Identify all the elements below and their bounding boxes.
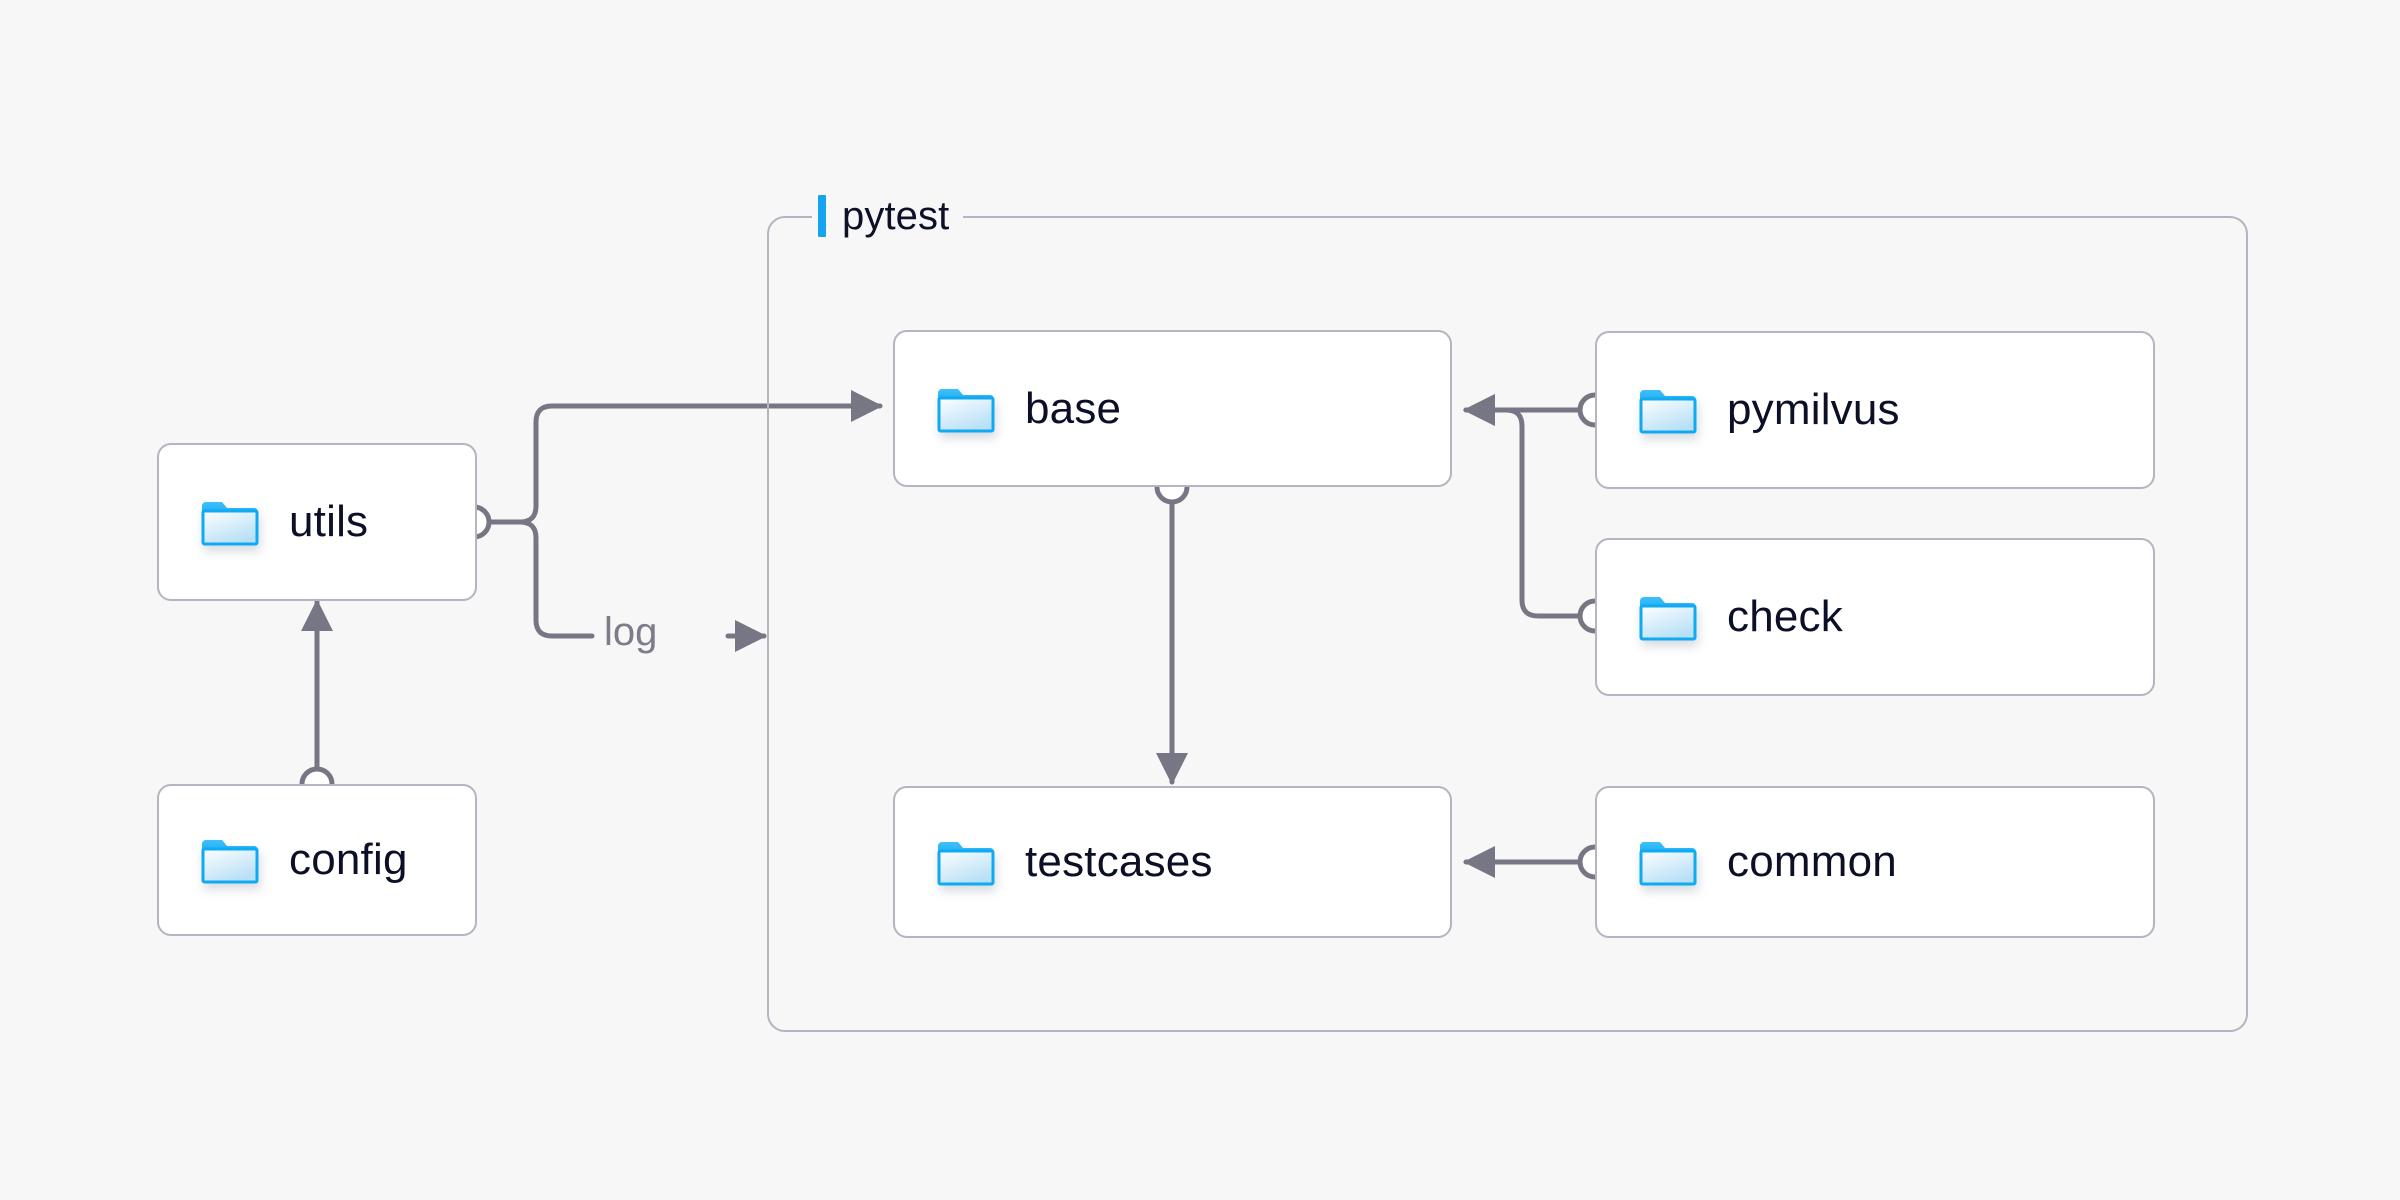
node-check[interactable]: check [1595,538,2155,696]
node-label: testcases [1025,837,1213,886]
folder-icon [937,385,995,433]
node-common[interactable]: common [1595,786,2155,938]
node-label: config [289,835,408,884]
group-title-text: pytest [842,193,950,238]
node-testcases[interactable]: testcases [893,786,1452,938]
group-pytest-container[interactable] [767,216,2248,1032]
edge-label-log: log [604,610,658,654]
folder-icon [1639,386,1697,434]
edge-utils-log [487,519,595,639]
folder-icon [1639,838,1697,886]
group-accent-bar [818,195,826,237]
node-pymilvus[interactable]: pymilvus [1595,331,2155,489]
node-label: check [1727,592,1843,641]
edge-check-base [1463,393,1581,619]
node-utils[interactable]: utils [157,443,477,601]
node-label: common [1727,837,1897,886]
folder-icon [937,838,995,886]
folder-icon [201,836,259,884]
node-base[interactable]: base [893,330,1452,487]
node-label: base [1025,383,1122,433]
node-label: utils [289,497,369,546]
group-pytest-label: pytest [812,188,964,244]
folder-icon [1639,593,1697,641]
node-label: pymilvus [1727,385,1900,434]
folder-icon [201,498,259,546]
node-config[interactable]: config [157,784,477,936]
